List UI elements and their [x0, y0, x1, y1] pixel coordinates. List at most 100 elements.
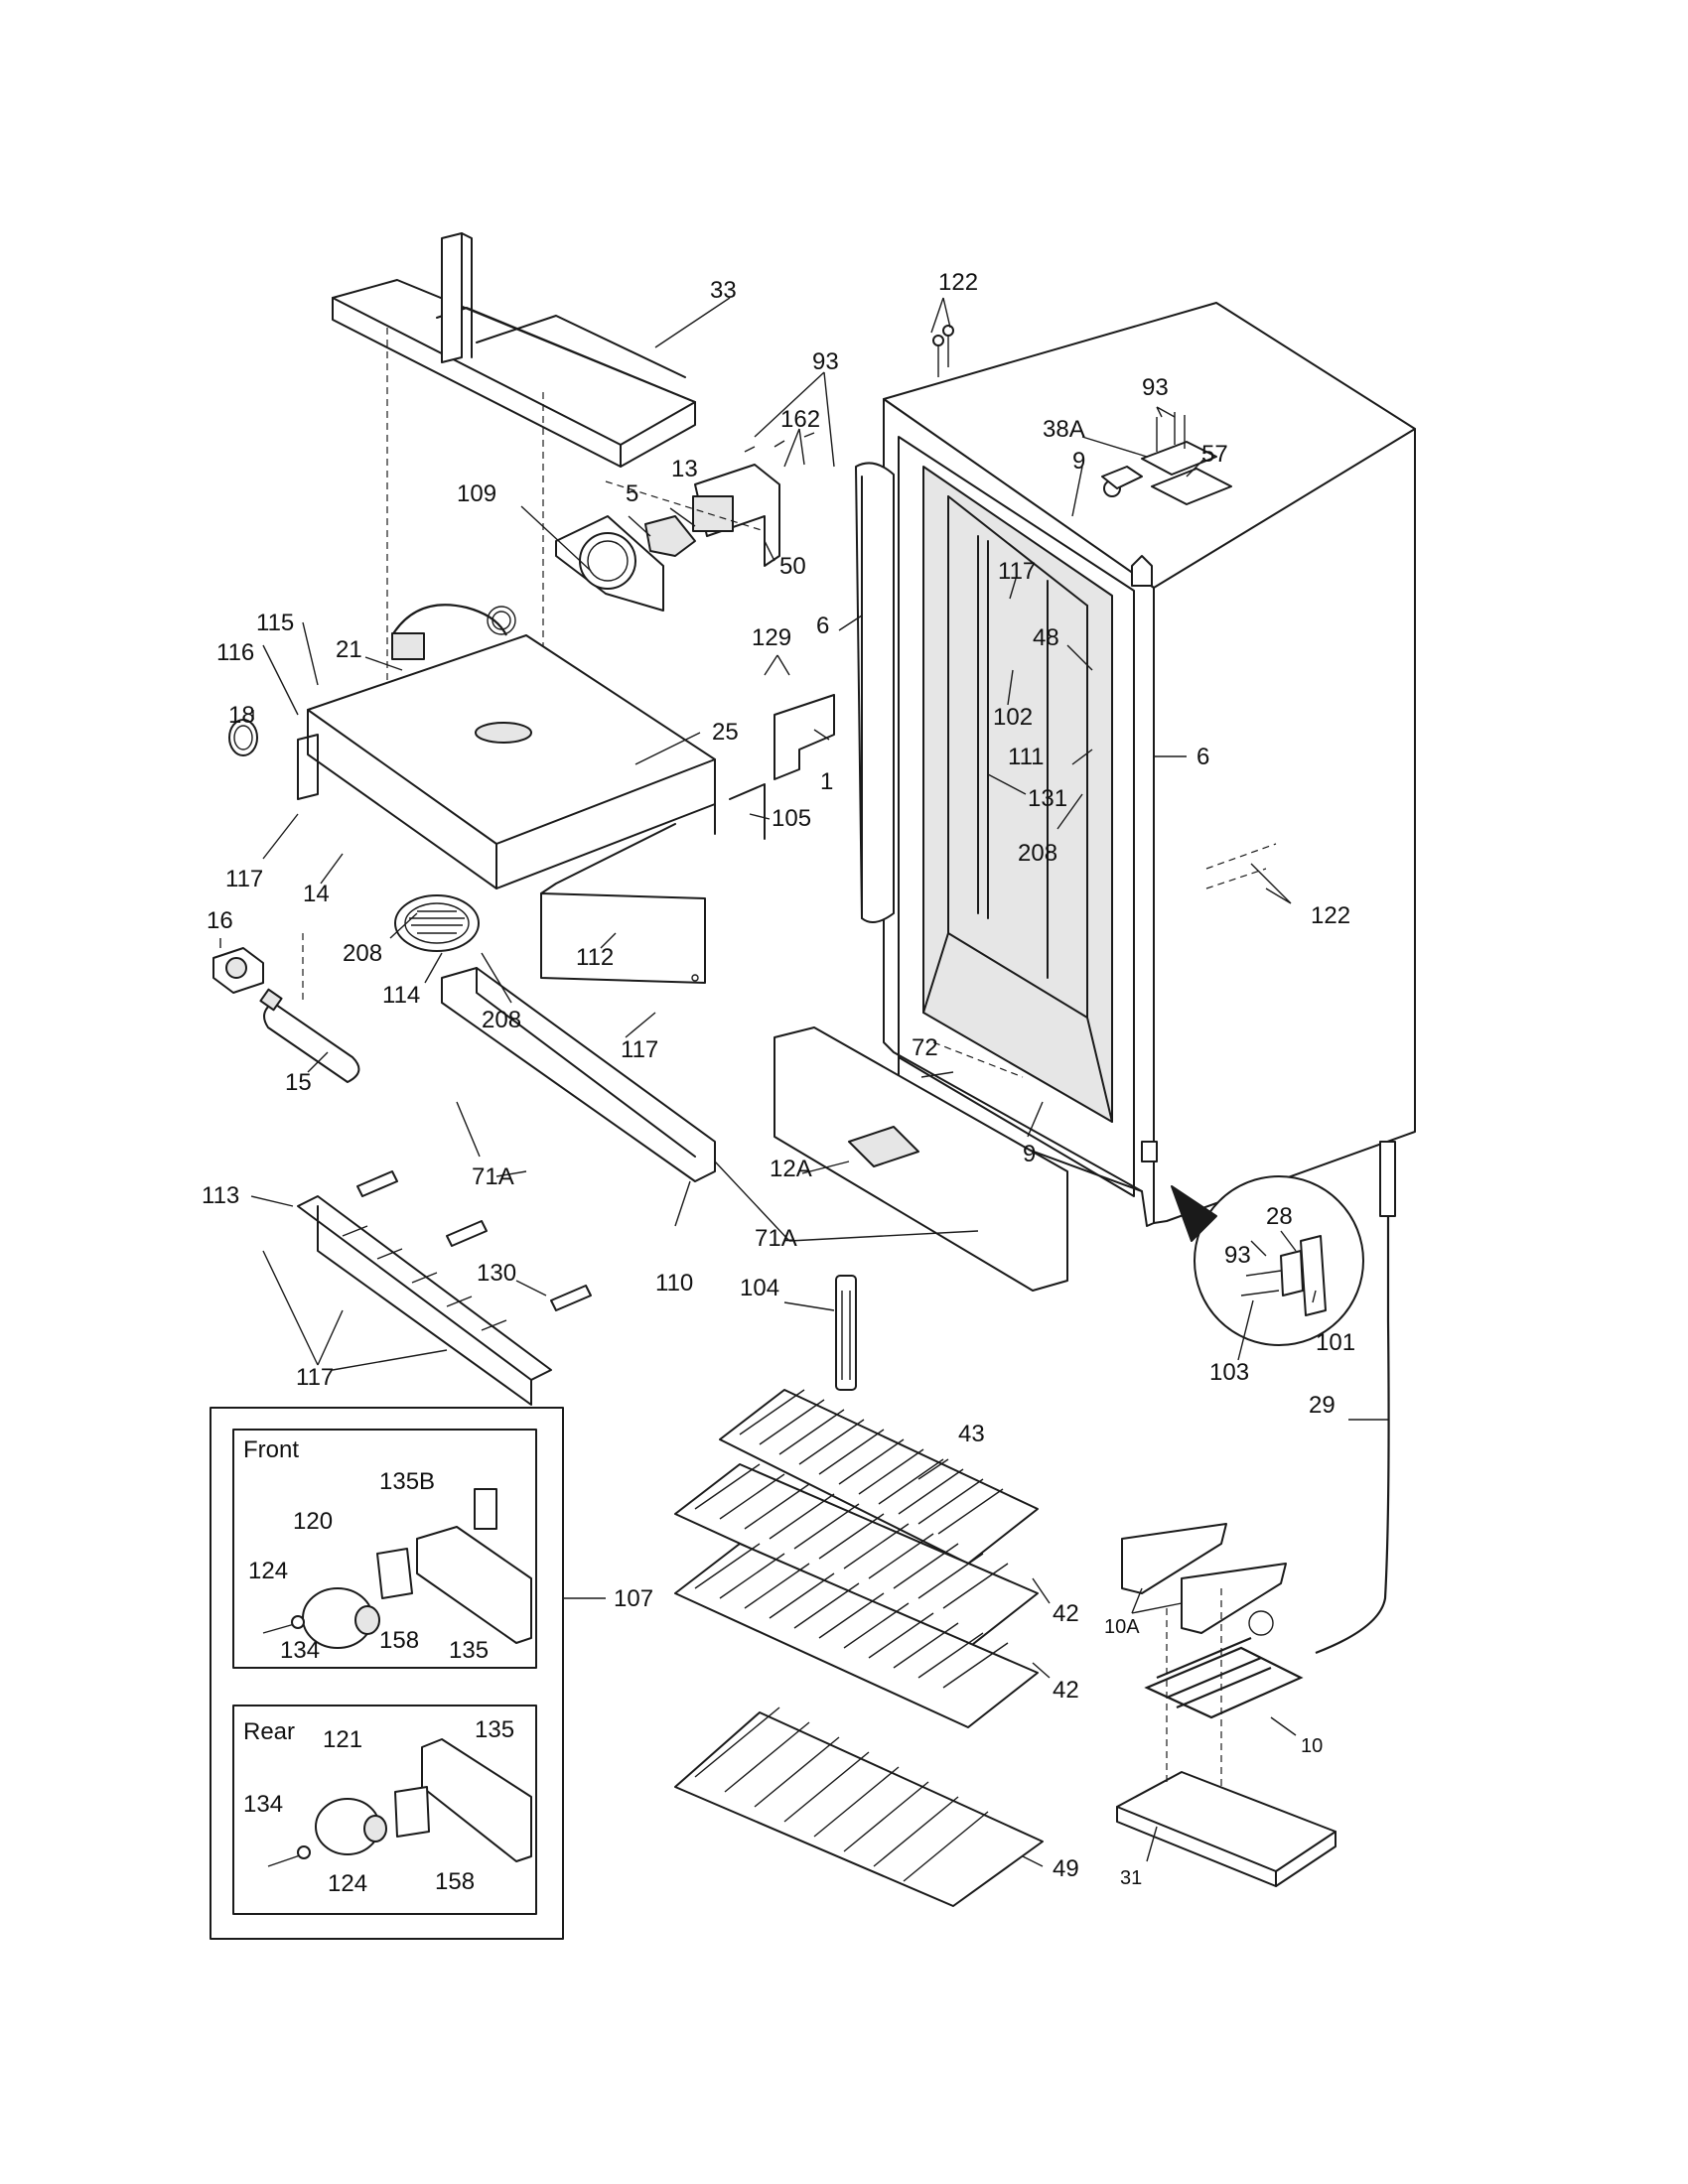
- inset-front-title: Front: [243, 1436, 299, 1463]
- top-cover-33: [332, 232, 696, 695]
- inset-label-135b: 135B: [379, 1468, 435, 1495]
- callout-42: 42: [1053, 1677, 1079, 1704]
- callout-42: 42: [1053, 1600, 1079, 1627]
- callout-109: 109: [457, 480, 496, 507]
- callout-13: 13: [671, 456, 698, 482]
- callout-49: 49: [1053, 1855, 1079, 1882]
- callout-10: 10: [1301, 1735, 1323, 1757]
- callout-107: 107: [614, 1585, 653, 1612]
- callout-115: 115: [256, 610, 294, 636]
- inset-label-135-front: 135: [449, 1637, 489, 1664]
- callout-113: 113: [202, 1182, 239, 1209]
- shelf-43: [719, 1389, 1039, 1565]
- shelf-42b: [674, 1543, 1039, 1728]
- callout-122: 122: [1311, 902, 1350, 929]
- callout-208: 208: [1018, 840, 1057, 867]
- inset-label-134-rear: 134: [243, 1791, 283, 1818]
- callout-72: 72: [912, 1034, 938, 1061]
- callout-129: 129: [752, 624, 791, 651]
- callout-18: 18: [228, 702, 255, 729]
- rail-110: [441, 967, 716, 1182]
- callout-117: 117: [225, 866, 263, 892]
- callout-111: 111: [1008, 744, 1044, 770]
- callout-1: 1: [820, 768, 833, 795]
- casters-inset-107: [210, 1407, 564, 1940]
- drain-pan-31: [1116, 1771, 1336, 1887]
- inset-label-134-front: 134: [280, 1637, 320, 1664]
- callout-71a: 71A: [472, 1163, 514, 1190]
- top-hinge-assembly: [932, 325, 1232, 505]
- callout-9: 9: [1072, 448, 1085, 475]
- callout-15: 15: [285, 1069, 312, 1096]
- callout-117: 117: [621, 1036, 658, 1063]
- callout-28: 28: [1266, 1203, 1293, 1230]
- callout-116: 116: [216, 639, 254, 666]
- inset-label-135-rear: 135: [475, 1716, 514, 1743]
- callout-29: 29: [1309, 1392, 1336, 1419]
- callout-122: 122: [938, 269, 978, 296]
- shelf-49: [674, 1706, 1044, 1907]
- kickplate-72: [774, 1026, 1068, 1292]
- callout-93: 93: [812, 348, 839, 375]
- leveling-legs: [356, 1170, 592, 1311]
- assembly-lines: [302, 480, 1277, 1787]
- callout-105: 105: [772, 805, 811, 832]
- callout-9: 9: [1023, 1141, 1036, 1167]
- callout-labels: 33 122 93 162 13 5 109 50 93 38A 57 9 11…: [202, 269, 1355, 1889]
- callout-48: 48: [1033, 624, 1059, 651]
- inset-label-124-front: 124: [248, 1558, 288, 1584]
- inset-label-158-rear: 158: [435, 1868, 475, 1895]
- light-socket-16: [212, 947, 264, 994]
- callout-102: 102: [993, 704, 1033, 731]
- callout-14: 14: [303, 881, 330, 907]
- callout-93: 93: [1142, 374, 1169, 401]
- bulb-15: [259, 988, 360, 1083]
- callout-93: 93: [1224, 1242, 1251, 1269]
- heater-10: [1144, 1610, 1304, 1719]
- callout-12a: 12A: [770, 1156, 812, 1182]
- callout-25: 25: [712, 719, 739, 746]
- callout-208: 208: [343, 940, 382, 967]
- leader-lines: [219, 297, 1388, 1867]
- callout-10a: 10A: [1104, 1616, 1140, 1638]
- callout-112: 112: [576, 944, 614, 971]
- cabinet: [855, 302, 1416, 1655]
- callout-38a: 38A: [1043, 416, 1085, 443]
- callout-21: 21: [336, 636, 362, 663]
- callout-104: 104: [740, 1275, 779, 1301]
- inset-labels: Front 135B 120 124 158 134 135 Rear 121 …: [243, 1436, 514, 1897]
- callout-101: 101: [1316, 1329, 1355, 1356]
- callout-208: 208: [482, 1007, 521, 1033]
- callout-57: 57: [1201, 441, 1228, 468]
- callout-162: 162: [780, 406, 820, 433]
- callout-117: 117: [998, 558, 1036, 585]
- inset-label-120: 120: [293, 1508, 333, 1535]
- inset-label-158-front: 158: [379, 1627, 419, 1654]
- inset-rear-title: Rear: [243, 1718, 295, 1745]
- callout-130: 130: [477, 1260, 516, 1287]
- callout-16: 16: [207, 907, 233, 934]
- inset-label-121: 121: [323, 1726, 362, 1753]
- callout-33: 33: [710, 277, 737, 304]
- callout-43: 43: [958, 1421, 985, 1447]
- callout-131: 131: [1028, 785, 1067, 812]
- bracket-1: [774, 694, 835, 780]
- callout-5: 5: [626, 480, 638, 507]
- panel-112: [540, 892, 706, 984]
- callout-6: 6: [816, 613, 829, 639]
- callout-6: 6: [1196, 744, 1209, 770]
- hinge-detail-circle: [1171, 1175, 1364, 1346]
- fan-motor-bracket: [692, 432, 815, 567]
- light-cover-104: [835, 1275, 857, 1391]
- duct-105: [540, 783, 766, 894]
- bottom-grille-113: [297, 1195, 552, 1406]
- callout-117: 117: [296, 1364, 334, 1391]
- callout-71a: 71A: [755, 1225, 797, 1252]
- fan-shroud-109: [555, 515, 696, 612]
- callout-114: 114: [382, 982, 420, 1009]
- callout-31: 31: [1120, 1867, 1142, 1889]
- inset-label-124-rear: 124: [328, 1870, 367, 1897]
- heater-brackets-10A: [1121, 1523, 1287, 1634]
- callout-110: 110: [655, 1270, 693, 1297]
